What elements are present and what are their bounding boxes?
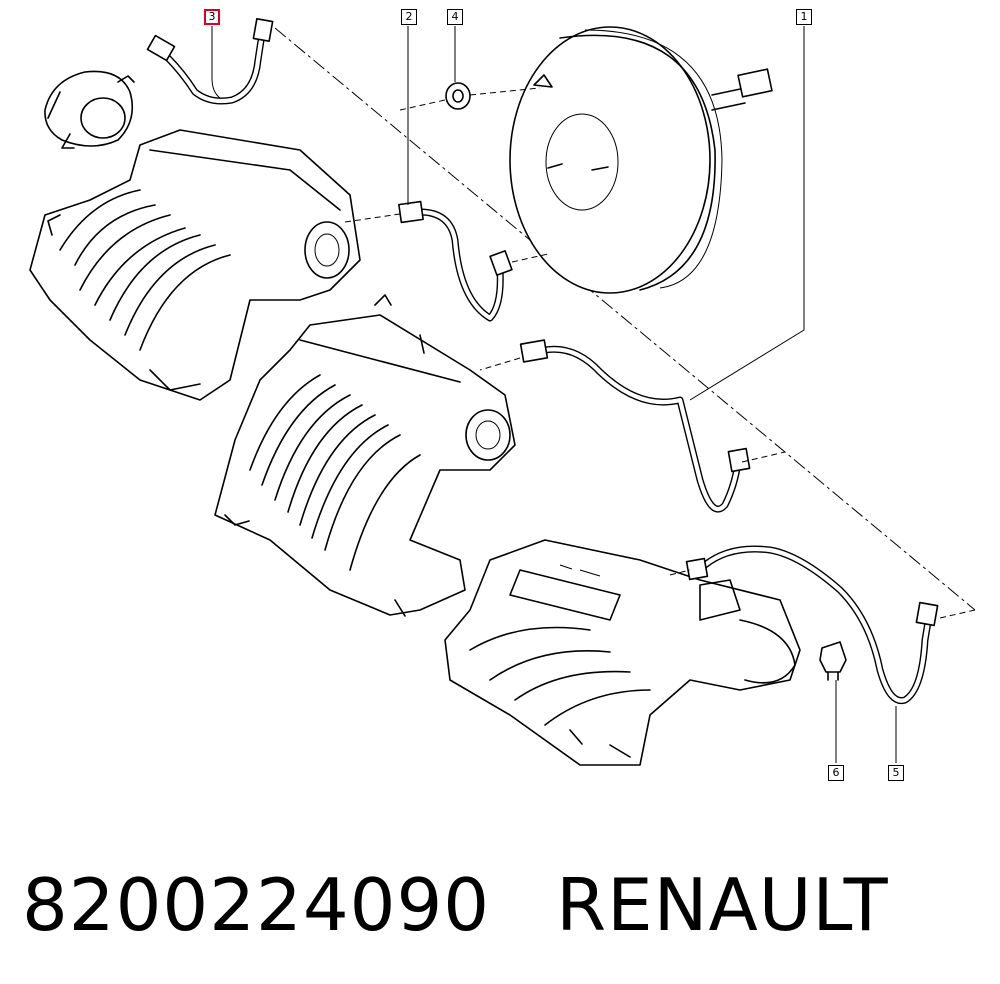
callout-3[interactable]: 3 [204, 9, 220, 25]
leader-lines [211, 26, 976, 763]
part-number: 8200224090 [22, 863, 491, 947]
part-caption: 8200224090 RENAULT [22, 855, 889, 955]
callout-5[interactable]: 5 [888, 765, 904, 781]
vacuum-hose-2 [398, 200, 513, 322]
callout-6[interactable]: 6 [828, 765, 844, 781]
vacuum-hose-5 [685, 545, 939, 705]
washer-4 [445, 82, 471, 110]
callout-1[interactable]: 1 [796, 9, 812, 25]
callout-2[interactable]: 2 [401, 9, 417, 25]
vacuum-hose-1 [519, 339, 751, 513]
exploded-parts-diagram [29, 17, 976, 766]
intake-manifold-lower [444, 539, 801, 766]
intake-manifold-middle [214, 294, 516, 617]
intake-manifold-upper [29, 129, 361, 401]
brand-name: RENAULT [556, 863, 889, 947]
callout-4[interactable]: 4 [447, 9, 463, 25]
assembly-axis-line [274, 27, 976, 611]
vacuum-hose-3 [146, 17, 274, 105]
clip-6 [819, 641, 847, 681]
brake-booster [509, 26, 773, 294]
vacuum-pump [44, 70, 135, 149]
